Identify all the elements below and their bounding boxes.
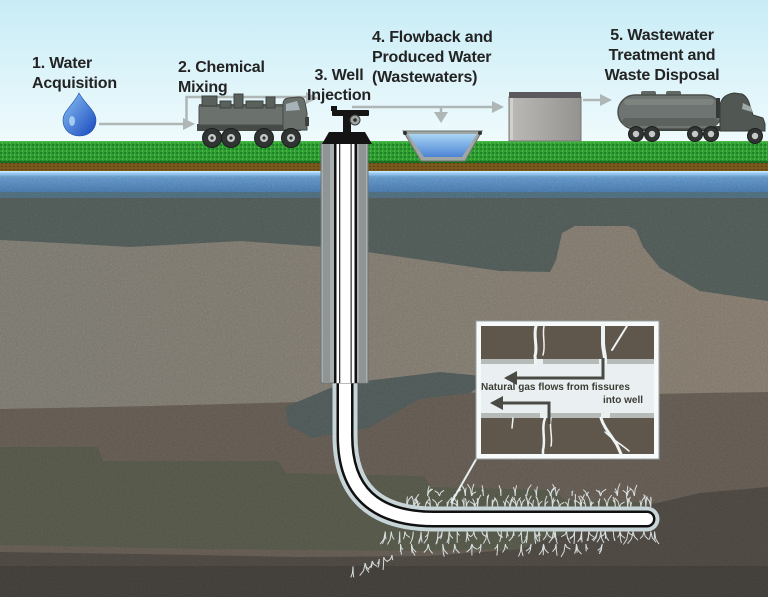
ground-surface (0, 141, 768, 171)
stage-1-label: 1. Water Acquisition (32, 55, 117, 92)
chemical-truck-icon (197, 93, 309, 148)
tanker-wheels (628, 126, 763, 144)
inset-box (475, 320, 660, 460)
inset-caption-line2: into well (603, 395, 643, 406)
well-pipe (320, 142, 660, 578)
wellhead-valve-icon (322, 106, 372, 144)
tanker-truck-icon (617, 91, 766, 144)
inset-connector-line (450, 455, 479, 504)
gas-flow-arrows (490, 358, 605, 424)
stage-4-label: 4. Flowback and Produced Water (Wastewat… (372, 29, 493, 86)
inset-caption-line1: Natural gas flows from fissures (481, 382, 630, 393)
aquifer-layer (0, 171, 768, 198)
stage-3-label: 3. Well Injection (307, 67, 371, 104)
hydraulic-fractures (350, 483, 660, 578)
wastewater-pond-icon (402, 130, 483, 162)
water-drop-icon (62, 92, 97, 137)
inset-caption: Natural gas flows from fissures into wel… (481, 382, 645, 406)
well-casing (320, 142, 369, 384)
stage-5-label: 5. Wastewater Treatment and Waste Dispos… (604, 27, 720, 84)
truck-wheels (202, 128, 301, 148)
storage-tank-icon (508, 92, 582, 142)
stage-2-label: 2. Chemical Mixing (178, 59, 265, 96)
